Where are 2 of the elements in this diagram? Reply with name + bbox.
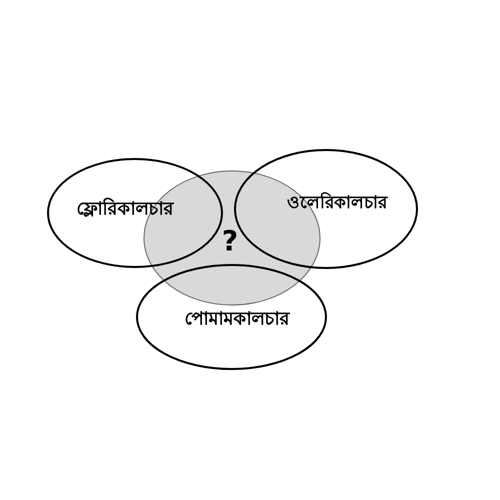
set-label: পোমামকালচার (184, 308, 290, 332)
question-mark: ? (222, 224, 238, 258)
